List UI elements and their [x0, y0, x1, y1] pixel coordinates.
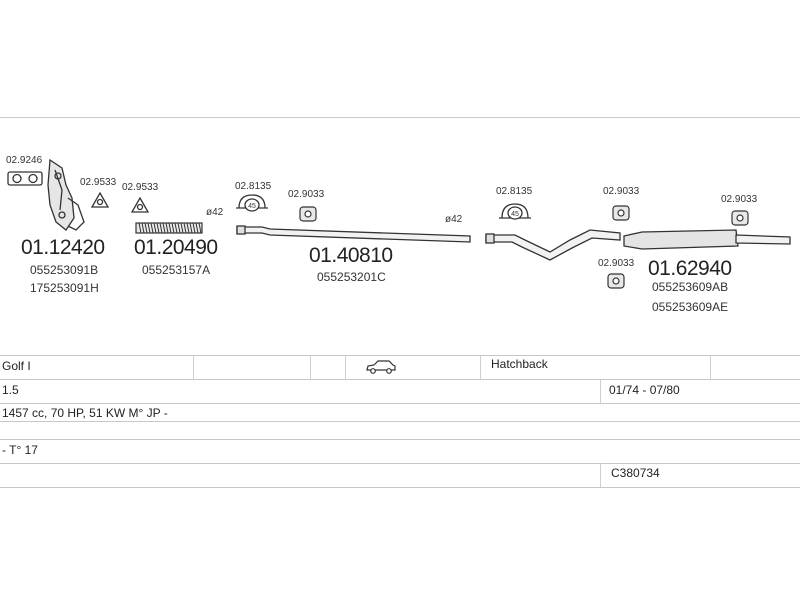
- gasket-icon: [7, 171, 43, 186]
- table-divider: [193, 355, 194, 379]
- table-divider: [600, 463, 601, 487]
- diameter-label-1: ø42: [206, 207, 224, 218]
- accessory-label-02-9033-a: 02.9033: [288, 189, 325, 200]
- table-divider: [710, 355, 711, 379]
- table-line-1: [0, 355, 800, 356]
- rubber-mount-icon: [299, 206, 317, 222]
- rear-silencer-part: [485, 229, 791, 261]
- svg-text:45: 45: [248, 203, 256, 210]
- table-divider: [345, 355, 346, 379]
- part-number-manifold: 01.12420: [21, 236, 105, 259]
- svg-text:45: 45: [511, 211, 519, 218]
- part-code-front-pipe: 055253201C: [317, 270, 386, 284]
- car-icon: [365, 359, 397, 375]
- diameter-label-2: ø42: [445, 214, 463, 225]
- part-code-rear-silencer-2: 055253609AE: [652, 300, 729, 314]
- gasket-icon: [90, 191, 150, 213]
- accessory-label-02-8135-a: 02.8135: [235, 181, 272, 192]
- part-code-manifold-1: 055253091B: [30, 263, 99, 277]
- accessory-label-02-9246: 02.9246: [6, 155, 43, 166]
- part-code-manifold-2: 175253091H: [30, 281, 99, 295]
- part-number-rear-silencer: 01.62940: [648, 257, 732, 280]
- vehicle-model: Golf I: [2, 359, 31, 373]
- table-divider: [310, 355, 311, 379]
- top-border: [0, 117, 800, 118]
- vehicle-type: - T° 17: [2, 443, 38, 457]
- front-pipe-part: [236, 225, 471, 243]
- part-code-rear-silencer-1: 055253609AB: [652, 280, 729, 294]
- clamp-icon: 45: [236, 194, 268, 212]
- table-line-3: [0, 403, 800, 404]
- table-line-5: [0, 439, 800, 440]
- rubber-mount-icon: [731, 210, 749, 226]
- flex-pipe-part: [135, 222, 203, 234]
- table-divider: [600, 379, 601, 403]
- catalog-number: C380734: [611, 466, 660, 480]
- accessory-label-02-9533-b: 02.9533: [122, 182, 159, 193]
- vehicle-body: Hatchback: [491, 357, 548, 371]
- exhaust-diagram: 45 45: [7, 158, 791, 289]
- table-divider: [480, 355, 481, 379]
- vehicle-years: 01/74 - 07/80: [609, 383, 680, 397]
- accessory-label-02-9533-a: 02.9533: [80, 177, 117, 188]
- rubber-mount-icon: [607, 273, 625, 289]
- accessory-label-02-8135-b: 02.8135: [496, 186, 533, 197]
- part-number-flex-pipe: 01.20490: [134, 236, 218, 259]
- table-line-6: [0, 463, 800, 464]
- accessory-label-02-9033-c: 02.9033: [721, 194, 758, 205]
- rubber-mount-icon: [612, 205, 630, 221]
- table-line-7: [0, 487, 800, 488]
- manifold-part: [47, 158, 85, 231]
- part-number-front-pipe: 01.40810: [309, 244, 393, 267]
- vehicle-details: 1457 cc, 70 HP, 51 KW M° JP -: [2, 406, 168, 420]
- clamp-icon: 45: [499, 203, 531, 220]
- vehicle-engine: 1.5: [2, 383, 19, 397]
- table-line-2: [0, 379, 800, 380]
- accessory-label-02-9033-d: 02.9033: [598, 258, 635, 269]
- table-line-4: [0, 421, 800, 422]
- part-code-flex-pipe: 055253157A: [142, 263, 211, 277]
- accessory-label-02-9033-b: 02.9033: [603, 186, 640, 197]
